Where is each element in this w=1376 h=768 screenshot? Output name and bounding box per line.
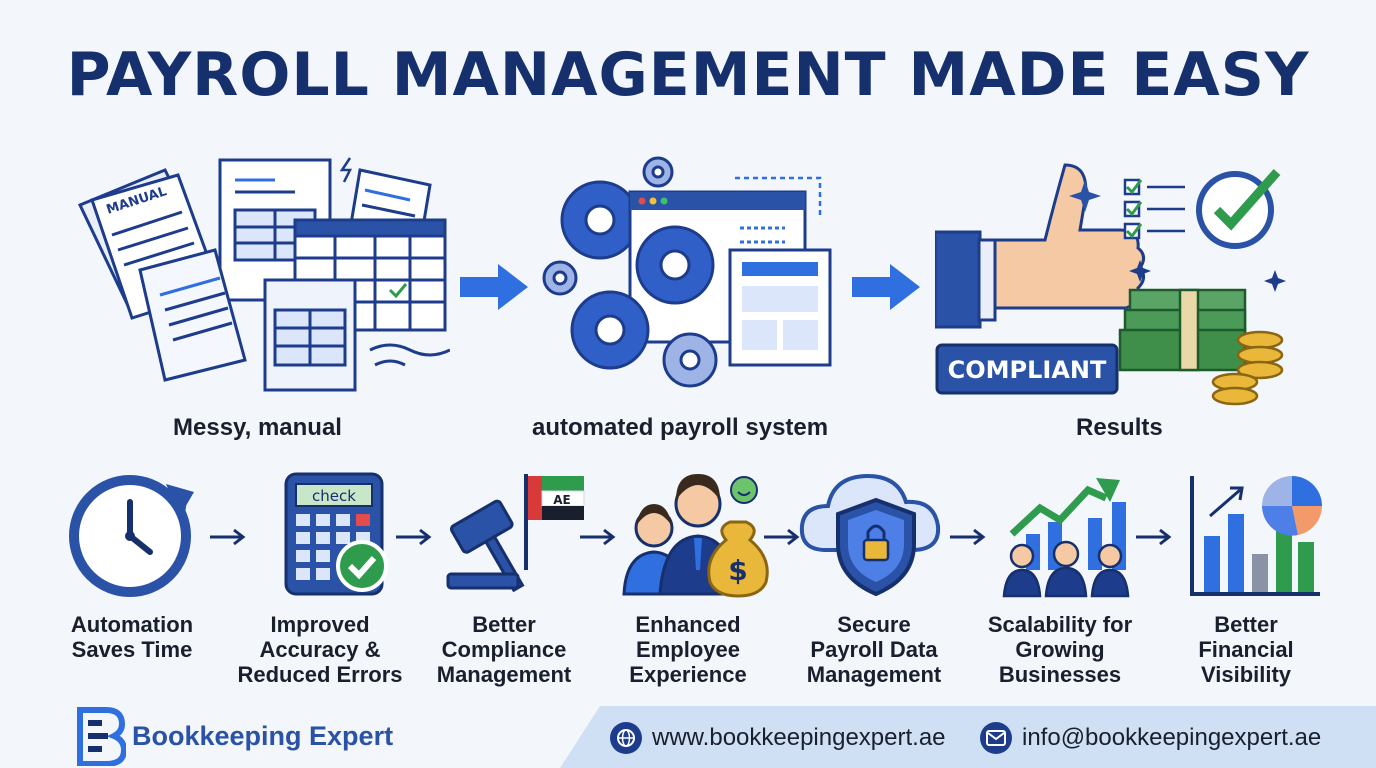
benefit-label-accuracy: Improved Accuracy & Reduced Errors: [237, 612, 403, 687]
gavel-flag-icon: AE: [446, 474, 585, 593]
arrow-right-icon: [580, 528, 616, 546]
benefit-compliance: AE: [416, 470, 596, 600]
brand-name: Bookkeeping Expert: [132, 720, 394, 751]
results-icon: COMPLIANT: [935, 163, 1286, 406]
benefit-secure: [786, 470, 966, 600]
benefit-scalability: [978, 470, 1158, 600]
benefit-label-scalability: Scalability for Growing Businesses: [987, 612, 1133, 687]
benefit-employee: $: [600, 470, 780, 600]
stage-label-manual: Messy, manual: [173, 414, 342, 441]
stage-results: COMPLIANT: [935, 150, 1295, 410]
arrow-right-icon: [396, 528, 432, 546]
globe-icon: [610, 722, 642, 754]
calculator-icon: check: [284, 472, 388, 596]
benefit-label-automation: Automation Saves Time: [70, 612, 194, 662]
arrow-right-icon: [460, 264, 528, 310]
website-text: www.bookkeepingexpert.ae: [652, 724, 946, 751]
benefit-automation: [42, 470, 222, 600]
arrow-right-icon: [852, 264, 920, 310]
svg-text:$: $: [728, 554, 747, 587]
mail-icon: [980, 722, 1012, 754]
stage-manual: MANUAL: [70, 150, 450, 400]
email-text: info@bookkeepingexpert.ae: [1022, 724, 1322, 751]
arrow-right-icon: [950, 528, 986, 546]
benefit-label-secure: Secure Payroll Data Management: [806, 612, 942, 687]
arrow-right-icon: [764, 528, 800, 546]
email-link[interactable]: info@bookkeepingexpert.ae: [980, 722, 1321, 754]
growth-team-icon: [1002, 478, 1130, 598]
employees-money-icon: $: [622, 474, 769, 598]
flag-text: AE: [553, 493, 570, 507]
compliant-badge: COMPLIANT: [948, 356, 1107, 384]
brand-logo-icon: [77, 707, 126, 766]
calculator-screen-text: check: [312, 487, 356, 505]
benefit-label-compliance: Better Compliance Management: [436, 612, 572, 687]
footer-band: [560, 706, 1376, 768]
benefit-accuracy: check: [230, 470, 410, 600]
benefit-visibility: [1160, 470, 1340, 600]
manual-documents-icon: MANUAL: [77, 157, 450, 392]
brand-logo: Bookkeeping Expert: [76, 706, 393, 766]
benefit-label-employee: Enhanced Employee Experience: [629, 612, 747, 687]
arrow-right-icon: [1136, 528, 1172, 546]
arrow-right-icon: [210, 528, 246, 546]
website-link[interactable]: www.bookkeepingexpert.ae: [610, 722, 946, 754]
financial-chart-icon: [1190, 476, 1322, 596]
stage-label-automated: automated payroll system: [532, 414, 829, 441]
stage-label-results: Results: [1076, 414, 1163, 441]
page-title: PAYROLL MANAGEMENT MADE EASY: [66, 40, 1310, 110]
stage-automated: [540, 150, 840, 400]
clock-icon: [69, 475, 194, 597]
automated-system-icon: [542, 156, 832, 388]
benefit-label-visibility: Better Financial Visibility: [1198, 612, 1294, 687]
cloud-shield-icon: [799, 473, 941, 597]
